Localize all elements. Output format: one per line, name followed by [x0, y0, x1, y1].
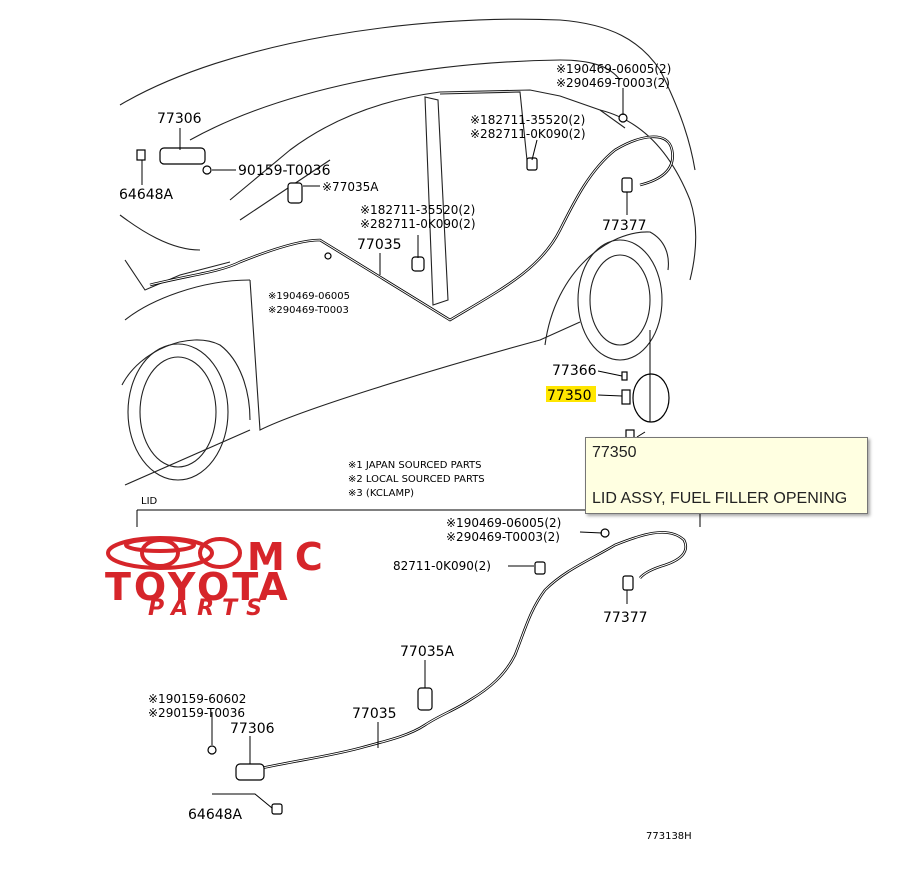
- logo-mc-text: MC: [247, 535, 333, 579]
- callout-82711-a1[interactable]: ※182711-35520(2): [360, 203, 475, 217]
- note-clamp: ※3 (KCLAMP): [348, 488, 414, 499]
- logo-toyota-text: TOYOTA: [105, 565, 291, 609]
- callout-90469-a1[interactable]: ※190469-06005(2): [556, 62, 671, 76]
- callout-77377-bottom[interactable]: 77377: [603, 610, 648, 626]
- callout-82711-bottom[interactable]: 82711-0K090(2): [393, 559, 491, 573]
- logo-parts-text: PARTS: [148, 596, 271, 621]
- callout-77035a-top[interactable]: ※77035A: [322, 180, 379, 194]
- callout-77377-top[interactable]: 77377: [602, 218, 647, 234]
- callout-77306-bottom[interactable]: 77306: [230, 721, 275, 737]
- tooltip-part-name: LID ASSY, FUEL FILLER OPENING: [592, 490, 848, 507]
- figure-id: 773138H: [646, 831, 692, 842]
- top-leaders: [141, 88, 651, 438]
- car-body-outline: [119, 18, 697, 486]
- callout-90469-b-2[interactable]: ※290469-T0003(2): [446, 530, 560, 544]
- top-cable: [149, 135, 674, 322]
- note-local: ※2 LOCAL SOURCED PARTS: [348, 474, 485, 485]
- callout-82711-b1[interactable]: ※182711-35520(2): [470, 113, 585, 127]
- callout-82711-b2[interactable]: ※282711-0K090(2): [470, 127, 586, 141]
- callout-77035a-bottom[interactable]: 77035A: [400, 644, 455, 660]
- bottom-parts: [207, 528, 634, 815]
- top-parts: [136, 113, 670, 439]
- tooltip-part-code: 77350: [592, 444, 637, 461]
- callout-90469-b2[interactable]: ※290469-T0003: [268, 305, 349, 316]
- callout-77035-bottom[interactable]: 77035: [352, 706, 397, 722]
- callout-64648a-top[interactable]: 64648A: [119, 187, 174, 203]
- callout-90469-b-1[interactable]: ※190469-06005(2): [446, 516, 561, 530]
- part-tooltip: 77350 LID ASSY, FUEL FILLER OPENING: [585, 437, 868, 514]
- toyota-emblem-icon: [106, 536, 242, 570]
- callout-90469-a2[interactable]: ※290469-T0003(2): [556, 76, 670, 90]
- bottom-callout-labels: ※190469-06005(2) ※290469-T0003(2) 82711-…: [148, 516, 692, 842]
- callout-77306-top[interactable]: 77306: [157, 111, 202, 127]
- top-callout-labels: 77306 64648A 90159-T0036 ※77035A 77035 ※…: [119, 62, 671, 404]
- bottom-leaders: [211, 531, 628, 809]
- callout-90159-top[interactable]: 90159-T0036: [238, 163, 331, 179]
- highlight-77350: [546, 386, 596, 402]
- callout-77350[interactable]: 77350: [547, 388, 592, 404]
- callout-82711-a2[interactable]: ※282711-0K090(2): [360, 217, 476, 231]
- callout-90159-b-2[interactable]: ※290159-T0036: [148, 706, 245, 720]
- note-lid: LID: [141, 496, 158, 507]
- callout-90159-b-1[interactable]: ※190159-60602: [148, 692, 246, 706]
- note-japan: ※1 JAPAN SOURCED PARTS: [348, 460, 482, 471]
- callout-77366[interactable]: 77366: [552, 363, 597, 379]
- callout-90469-b1[interactable]: ※190469-06005: [268, 291, 350, 302]
- bottom-cable: [261, 531, 687, 770]
- callout-77035-top[interactable]: 77035: [357, 237, 402, 253]
- callout-64648a-bottom[interactable]: 64648A: [188, 807, 243, 823]
